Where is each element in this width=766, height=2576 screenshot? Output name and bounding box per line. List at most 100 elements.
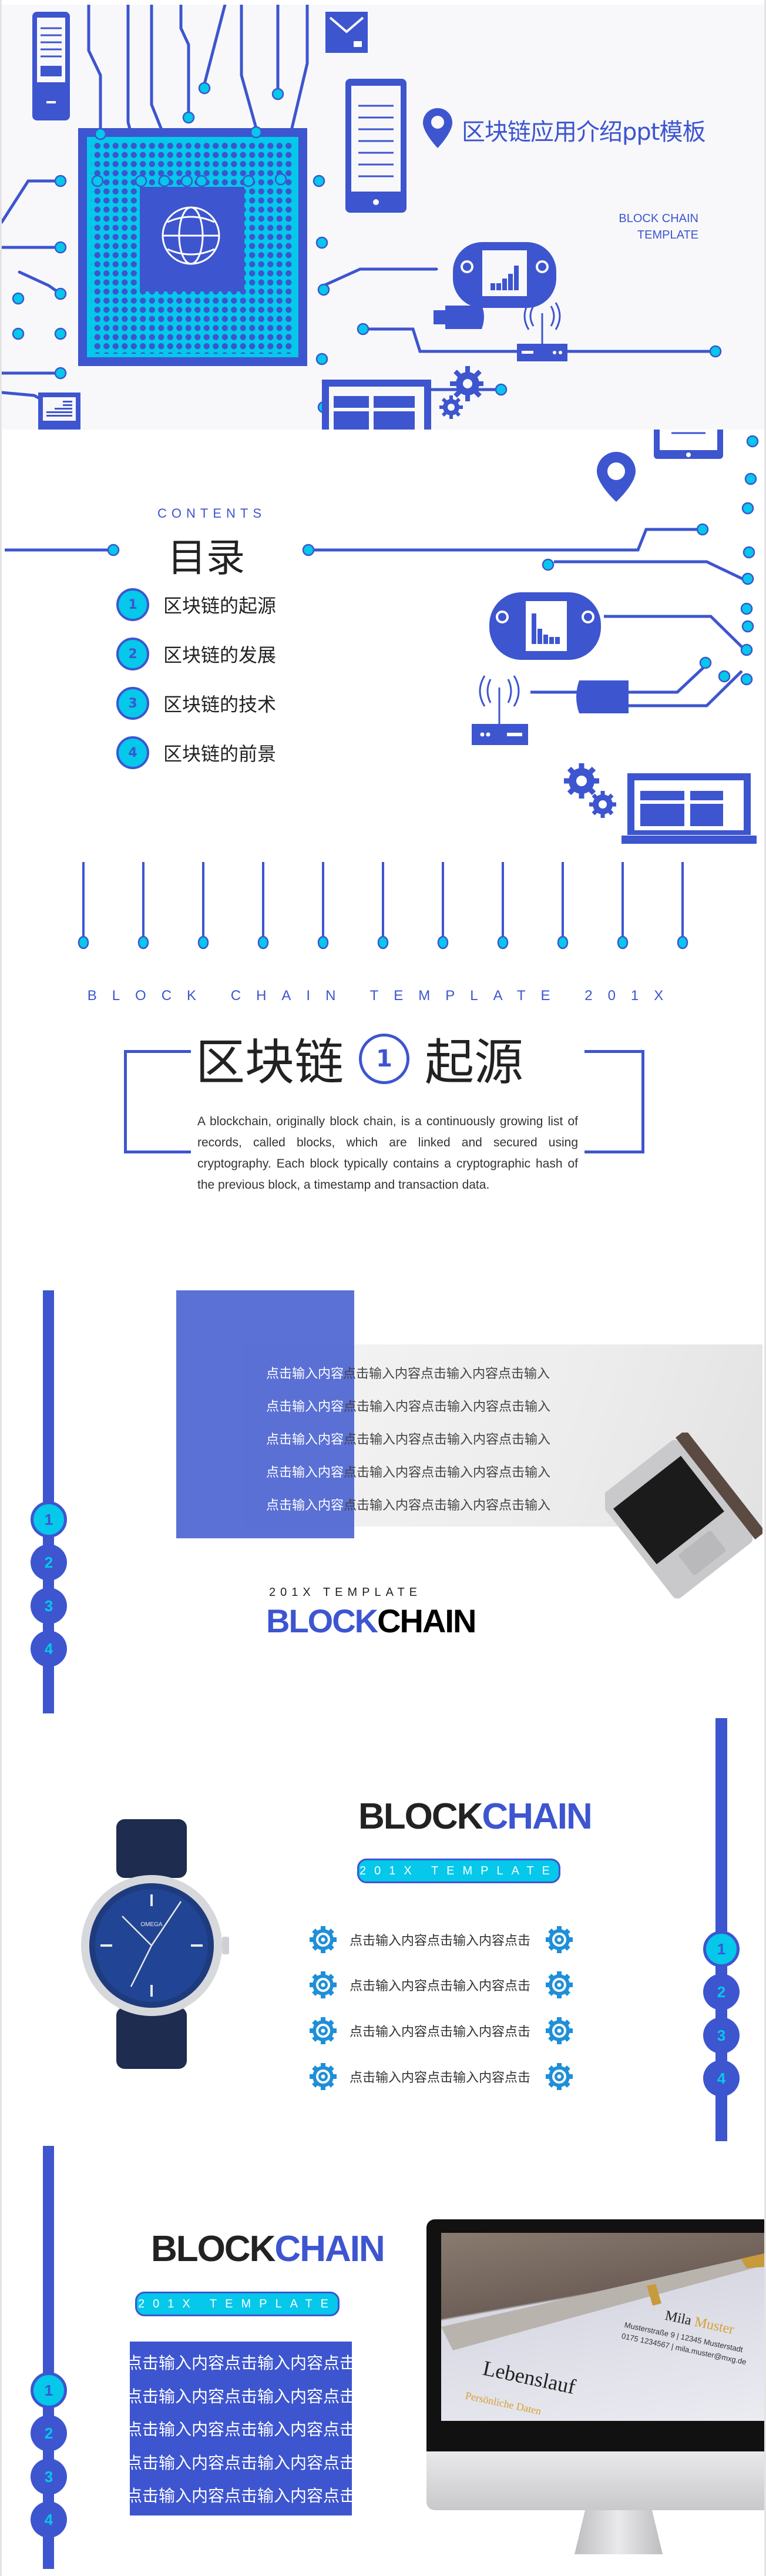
template-pill: 201X TEMPLATE: [135, 2292, 340, 2316]
contents-label: CONTENTS: [157, 506, 266, 521]
accent-block: [176, 1290, 354, 1538]
step-4[interactable]: 4: [703, 2060, 740, 2097]
template-label: 201X TEMPLATE: [269, 1586, 422, 1599]
circuit-illustration: [2, 5, 722, 417]
gear-icon: [564, 763, 616, 818]
cover-title: 区块链应用介绍ppt模板: [462, 119, 705, 146]
step-4[interactable]: 4: [31, 1631, 67, 1667]
step-1[interactable]: 1: [703, 1931, 740, 1967]
toc-item-1[interactable]: 1 区块链的起源: [116, 587, 276, 622]
feature-text: 点击输入内容点击输入内容点击: [350, 2025, 531, 2040]
feature-text: 点击输入内容点击输入内容点击: [350, 2071, 531, 2085]
content-line: 点击输入内容点击输入内容点击输入内容点击输入: [266, 1367, 550, 1381]
gear-icon: [545, 1925, 574, 1954]
toc-item-label: 区块链的发展: [163, 644, 277, 666]
cover-subtitle: BLOCK CHAIN TEMPLATE: [619, 210, 698, 243]
slide-content-monitor[interactable]: 1 2 3 4 BLOCKCHAIN 201X TEMPLATE 点击输入内容点…: [2, 2146, 764, 2576]
brand-wordmark: BLOCKCHAIN: [358, 1796, 593, 1837]
laptop-image-icon: [605, 1433, 762, 1599]
step-3[interactable]: 3: [31, 2458, 67, 2495]
monitor-stand: [574, 2510, 663, 2554]
section-heading-left: 区块链: [196, 1034, 344, 1091]
toc-item-3[interactable]: 3 区块链的技术: [116, 686, 276, 721]
phone-icon: [32, 12, 70, 120]
section-heading: 区块链 1 起源: [196, 1023, 523, 1094]
brand-wordmark: BLOCKCHAIN: [266, 1602, 476, 1639]
feature-row: 点击输入内容点击输入内容点击: [308, 1970, 574, 2000]
step-1[interactable]: 1: [31, 1501, 67, 1538]
tablet-icon: [654, 430, 723, 459]
music-player-icon: [38, 393, 80, 430]
content-line: 点击输入内容点击输入内容点击输入内容点击输入: [266, 1400, 551, 1414]
feature-row: 点击输入内容点击输入内容点击: [308, 1925, 574, 1954]
watch-image: OMEGA: [81, 1819, 229, 2069]
toc-number: 4: [116, 736, 149, 769]
step-4[interactable]: 4: [31, 2501, 67, 2538]
toc-item-2[interactable]: 2 区块链的发展: [116, 636, 276, 672]
toc-item-label: 区块链的技术: [163, 693, 277, 716]
gear-icon: [308, 2016, 338, 2045]
toc-number: 2: [116, 638, 149, 670]
browser-window-icon: [322, 380, 431, 430]
toc-title: 目录: [167, 535, 245, 581]
content-line: 点击输入内容点击输入内容点击输入内容点击输入: [266, 1433, 551, 1447]
laptop-icon: [621, 773, 757, 844]
pen-image: [441, 2253, 764, 2350]
tablet-icon: [345, 79, 406, 213]
svg-text:OMEGA: OMEGA: [140, 1921, 163, 1928]
toc-item-label: 区块链的前景: [163, 743, 277, 765]
section-body: A blockchain, originally block chain, is…: [197, 1115, 578, 1192]
bracket-right: [584, 1050, 644, 1153]
monitor-screen: Lebenslauf Mila Muster Musterstraße 9 | …: [441, 2233, 764, 2421]
pin-line-decoration: [78, 862, 688, 950]
cover-subtitle-line2: TEMPLATE: [637, 229, 698, 242]
usb-icon: [576, 680, 629, 713]
toc-number: 1: [116, 588, 149, 621]
toc-item-label: 区块链的起源: [163, 595, 277, 617]
gear-icon: [439, 366, 483, 419]
gear-icon: [545, 2016, 574, 2045]
slide-content-laptop[interactable]: 1 2 3 4 点击输入内容点击输入内容点击输入内容点击输入 点击输入内容点击输…: [2, 1270, 764, 1713]
globe-icon: [162, 206, 220, 265]
section-number: 1: [359, 1033, 410, 1084]
router-icon: [472, 675, 528, 745]
toc-item-4[interactable]: 4 区块链的前景: [116, 735, 276, 770]
brand-wordmark: BLOCKCHAIN: [151, 2229, 385, 2269]
game-console-icon: [489, 592, 601, 660]
content-lines: 点击输入内容点击输入内容点击输入内容点击输入 点击输入内容点击输入内容点击输入内…: [266, 1358, 550, 1522]
step-3[interactable]: 3: [31, 1588, 67, 1624]
monitor-chin: [426, 2451, 764, 2510]
template-pill: 201X TEMPLATE: [357, 1859, 560, 1883]
step-3[interactable]: 3: [703, 2017, 740, 2054]
step-2[interactable]: 2: [31, 2415, 67, 2451]
gear-icon: [308, 2062, 338, 2091]
cover-subtitle-line1: BLOCK CHAIN: [619, 212, 698, 225]
gear-icon: [545, 1970, 574, 2000]
mail-icon: [325, 12, 368, 53]
step-1[interactable]: 1: [31, 2372, 67, 2409]
feature-row: 点击输入内容点击输入内容点击: [308, 2062, 574, 2091]
circuit-decoration: [5, 435, 759, 794]
step-2[interactable]: 2: [31, 1544, 67, 1581]
location-pin-icon: [423, 108, 452, 148]
feature-text: 点击输入内容点击输入内容点击: [350, 1934, 531, 1948]
location-pin-icon: [597, 452, 636, 502]
gear-icon: [308, 1925, 338, 1954]
step-2[interactable]: 2: [703, 1974, 740, 2010]
router-icon: [517, 302, 567, 361]
gear-icon: [308, 1970, 338, 2000]
game-console-icon: [453, 242, 556, 308]
slide-content-watch[interactable]: 1 2 3 4 OMEGA BLOCKCHAIN 201X TEMPLATE 点…: [2, 1713, 764, 2146]
slide-contents[interactable]: CONTENTS 目录 1 区块链的起源 2 区块链的发展 3 区块链的技术 4…: [2, 430, 764, 847]
content-line: 点击输入内容点击输入内容点击输入内容点击输入: [266, 1465, 551, 1480]
slide-cover[interactable]: 区块链应用介绍ppt模板 BLOCK CHAIN TEMPLATE: [2, 5, 764, 430]
gear-icon: [545, 2062, 574, 2091]
content-box: 点击输入内容点击输入内容点击: [126, 2474, 356, 2515]
usb-icon: [434, 306, 484, 329]
content-line: 点击输入内容点击输入内容点击输入内容点击输入: [266, 1498, 551, 1513]
feature-text: 点击输入内容点击输入内容点击: [350, 1979, 531, 1994]
section-heading-right: 起源: [425, 1034, 524, 1091]
slide-section-origin[interactable]: BLOCK CHAIN TEMPLATE 201X 区块链 1 起源 A blo…: [2, 847, 764, 1270]
section-tagline: BLOCK CHAIN TEMPLATE 201X: [87, 988, 679, 1004]
